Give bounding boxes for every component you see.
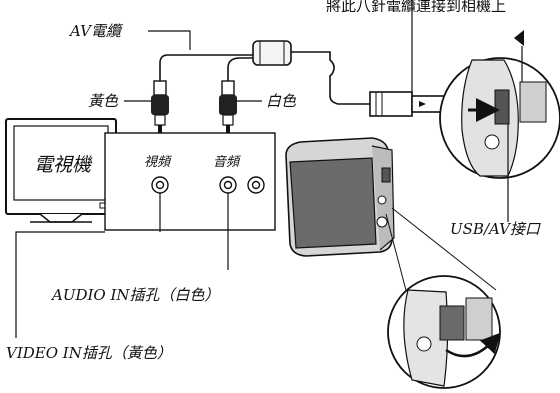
- cover-detail-callout: [385, 207, 501, 389]
- rca-plug-yellow: [151, 80, 169, 133]
- port-detail-callout: [439, 57, 560, 179]
- triangle-mark-icon: [419, 101, 426, 107]
- audio-jack-left: [219, 176, 237, 194]
- video-jack-label: 視頻: [144, 155, 171, 170]
- av-cable: [148, 30, 370, 105]
- audio-jack-label: 音頻: [213, 155, 240, 170]
- white-label: 白色: [266, 92, 297, 110]
- camera-illustration: [285, 137, 395, 257]
- triangle-left-icon: [514, 30, 524, 46]
- yellow-label: 黃色: [88, 92, 119, 110]
- av-cable-label: AV電纜: [70, 22, 121, 40]
- ferrite-core: [252, 40, 292, 66]
- curved-arrow-icon: [445, 332, 501, 358]
- audio-jack-right: [247, 176, 265, 194]
- tv-label: 電視機: [34, 154, 92, 176]
- audio-in-label: AUDIO IN插孔（白色）: [52, 286, 220, 304]
- tv-illustration: [5, 118, 117, 223]
- video-in-label: VIDEO IN插孔（黃色）: [6, 344, 172, 362]
- video-jack: [151, 176, 169, 194]
- usb-av-port-label: USB/AV接口: [450, 220, 540, 238]
- tv-input-panel: [104, 132, 276, 231]
- top-caption: 將此八針電纜連接到相機上: [326, 0, 506, 12]
- rca-plug-white: [219, 80, 237, 133]
